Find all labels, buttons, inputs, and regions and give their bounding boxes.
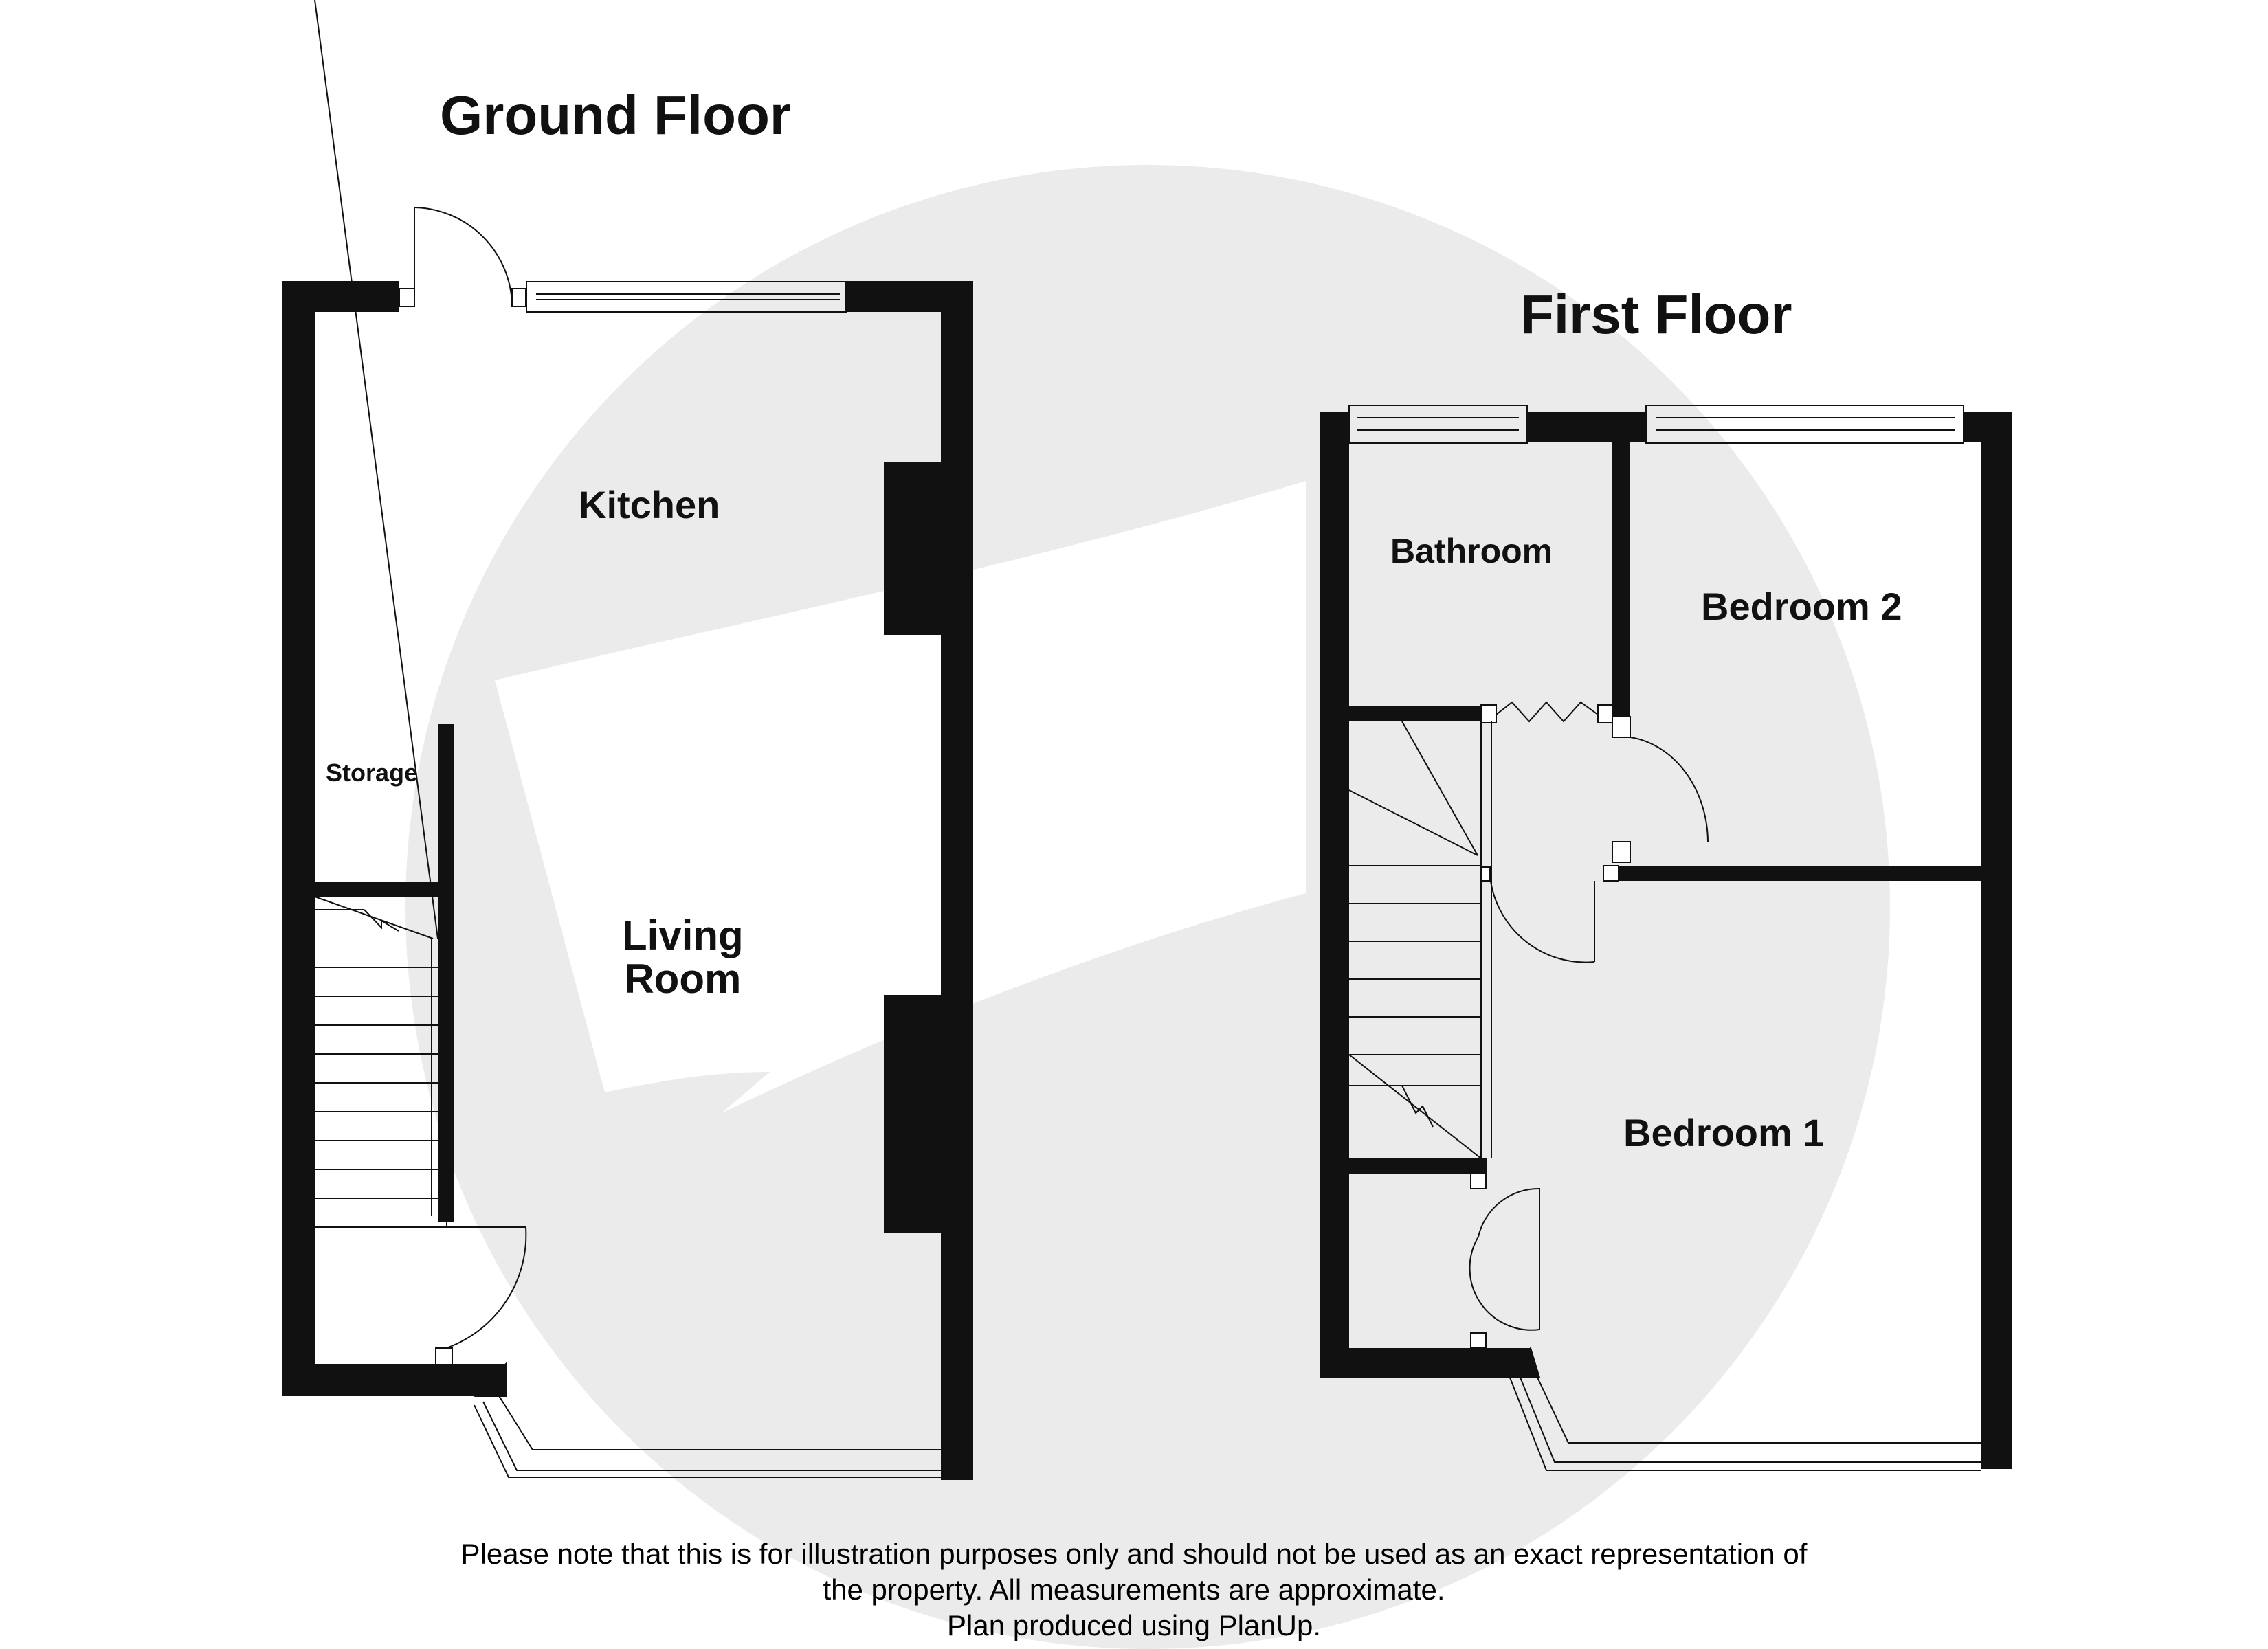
- ground-floor-stairs: [314, 0, 447, 1228]
- room-label-kitchen: Kitchen: [579, 483, 720, 526]
- bathroom-window: [1348, 405, 1528, 444]
- first-floor-stairs: [1348, 721, 1492, 1159]
- cupboard-double-door: [1469, 1173, 1540, 1349]
- bedroom1-door: [1480, 865, 1619, 963]
- room-label-storage: Storage: [326, 759, 419, 787]
- room-label-living-room: Living Room: [622, 914, 744, 1000]
- front-door: [435, 1226, 527, 1365]
- disclaimer-line-3: Plan produced using PlanUp.: [946, 1609, 1322, 1641]
- bedroom1-bay-window: [1508, 1346, 1981, 1471]
- living-room-bay-window: [474, 1362, 941, 1478]
- room-label-bedroom1: Bedroom 1: [1623, 1111, 1825, 1154]
- disclaimer-line-1: Please note that this is for illustratio…: [460, 1538, 1808, 1570]
- first-floor-title: First Floor: [1520, 284, 1792, 345]
- disclaimer-line-2: the property. All measurements are appro…: [823, 1573, 1445, 1606]
- bedroom2-door: [1612, 716, 1709, 863]
- bathroom-bifold-door: [1480, 701, 1613, 723]
- disclaimer-note: Please note that this is for illustratio…: [0, 1536, 2268, 1644]
- first-floor-walls: [1320, 412, 2012, 1469]
- back-door: [399, 207, 526, 307]
- ground-floor-title: Ground Floor: [440, 85, 792, 146]
- room-label-living-line1: Living: [622, 912, 744, 958]
- ground-floor-walls: [282, 281, 973, 1480]
- bedroom2-window: [1645, 405, 1964, 444]
- room-label-bedroom2: Bedroom 2: [1701, 585, 1902, 628]
- room-label-bathroom: Bathroom: [1390, 532, 1553, 570]
- room-label-living-line2: Room: [624, 956, 742, 1002]
